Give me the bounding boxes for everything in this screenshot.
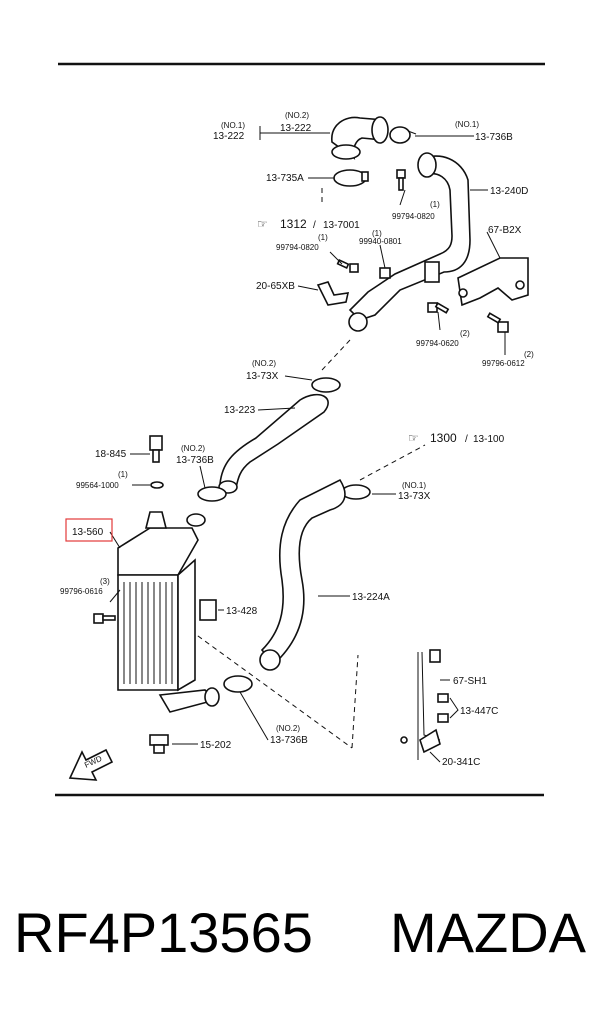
callout-99940-0801[interactable]: 99940-0801	[359, 237, 402, 246]
qty-2-b: (2)	[524, 350, 534, 359]
callout-13-560[interactable]: 13-560	[72, 527, 104, 538]
elbow-hose-13-222[interactable]	[331, 116, 389, 160]
bolt-99794-0820-b[interactable]	[336, 259, 359, 273]
callout-99794-0620[interactable]: 99794-0620	[416, 339, 459, 348]
hose-clamp-13-735A[interactable]	[333, 169, 369, 187]
callout-99796-0616[interactable]: 99796-0616	[60, 587, 103, 596]
ref-1300[interactable]: 1300	[430, 431, 457, 445]
qual-no2-f: (NO.2)	[276, 724, 300, 733]
callout-13-736B-top[interactable]: 13-736B	[475, 132, 513, 143]
brand-name: MAZDA	[390, 901, 586, 964]
callout-20-341C[interactable]: 20-341C	[442, 757, 480, 768]
dash-4	[175, 619, 353, 749]
hose-clamp-13-736B-bot[interactable]	[223, 675, 253, 693]
clip-20-341C[interactable]	[400, 728, 441, 754]
qual-no1-b: (NO.1)	[455, 120, 479, 129]
ref-slash-1312: /	[313, 220, 316, 231]
ref-13-7001[interactable]: 13-7001	[323, 220, 360, 231]
washer-99564-1000[interactable]	[150, 481, 164, 489]
bolt-99796-0616[interactable]	[93, 613, 116, 624]
callout-13-223[interactable]: 13-223	[224, 405, 256, 416]
intercooler-13-560[interactable]	[117, 511, 220, 713]
hose-clamp-13-736B-top[interactable]	[389, 126, 417, 144]
bolt-99794-0620[interactable]	[427, 302, 450, 314]
callout-13-736B-mid[interactable]: 13-736B	[176, 455, 214, 466]
sensor-15-202[interactable]	[149, 734, 169, 754]
hose-clamp-13-73X-b[interactable]	[341, 484, 371, 500]
qty-1-d: (1)	[118, 470, 128, 479]
dash-5	[351, 654, 359, 749]
qual-no1-a: (NO.1)	[221, 121, 245, 130]
qual-no2-d: (NO.2)	[181, 444, 205, 453]
callout-13-224A[interactable]: 13-224A	[352, 592, 390, 603]
qty-2-a: (2)	[460, 329, 470, 338]
sensor-18-845[interactable]	[149, 435, 163, 463]
connector-13-447C[interactable]	[437, 693, 449, 723]
qual-no1-e: (NO.1)	[402, 481, 426, 490]
hose-13-224A[interactable]	[259, 478, 346, 671]
qual-no2-a: (NO.2)	[285, 111, 309, 120]
dash-3	[359, 444, 426, 481]
callout-99796-0612[interactable]: 99796-0612	[482, 359, 525, 368]
dash-2	[321, 339, 351, 371]
intake-pipe-13-240D[interactable]	[348, 152, 471, 332]
hose-13-223[interactable]	[218, 394, 329, 494]
leader-lines	[109, 126, 506, 763]
callout-99564-1000[interactable]: 99564-1000	[76, 481, 119, 490]
callout-99794-0820-b[interactable]: 99794-0820	[276, 243, 319, 252]
qty-1-a: (1)	[430, 200, 440, 209]
callout-13-447C[interactable]: 13-447C	[460, 706, 498, 717]
ref-arrow-icon-2: ☞	[408, 431, 419, 445]
ref-slash-1300: /	[465, 434, 468, 445]
qty-1-c: (1)	[372, 229, 382, 238]
bracket-20-65XB[interactable]	[316, 281, 350, 306]
hose-clamp-13-736B-mid[interactable]	[197, 486, 227, 502]
callout-20-65XB[interactable]: 20-65XB	[256, 281, 295, 292]
ref-1312[interactable]: 1312	[280, 217, 307, 231]
callout-67-B2X[interactable]: 67-B2X	[488, 225, 522, 236]
highlight-box	[65, 518, 113, 542]
callout-67-SH1[interactable]: 67-SH1	[453, 676, 487, 687]
qty-1-b: (1)	[318, 233, 328, 242]
part-number: RF4P13565	[14, 901, 313, 964]
callout-18-845[interactable]: 18-845	[95, 449, 127, 460]
callout-13-222-b[interactable]: 13-222	[280, 123, 312, 134]
callout-15-202[interactable]: 15-202	[200, 740, 232, 751]
callout-13-240D[interactable]: 13-240D	[490, 186, 528, 197]
callout-13-736B-bot[interactable]: 13-736B	[270, 735, 308, 746]
callout-13-735A[interactable]: 13-735A	[266, 173, 304, 184]
bolt-99796-0612[interactable]	[486, 312, 509, 333]
nut-99940-0801[interactable]	[379, 267, 391, 279]
hose-clamp-13-73X-a[interactable]	[311, 377, 341, 393]
callout-13-428[interactable]: 13-428	[226, 606, 258, 617]
qty-3: (3)	[100, 577, 110, 586]
bracket-67-B2X[interactable]	[457, 257, 529, 307]
qual-no2-c: (NO.2)	[252, 359, 276, 368]
callout-13-222-a[interactable]: 13-222	[213, 131, 245, 142]
callout-13-73X-b[interactable]: 13-73X	[398, 491, 431, 502]
callout-13-73X-a[interactable]: 13-73X	[246, 371, 279, 382]
forward-arrow-icon: FWD	[68, 748, 114, 781]
ref-arrow-icon: ☞	[257, 217, 268, 231]
bolt-99794-0820-a[interactable]	[396, 169, 406, 191]
caption: RF4P13565 MAZDA	[0, 900, 600, 970]
callout-99794-0820-a[interactable]: 99794-0820	[392, 212, 435, 221]
ref-13-100[interactable]: 13-100	[473, 434, 505, 445]
label-plate-13-428[interactable]	[199, 599, 217, 621]
